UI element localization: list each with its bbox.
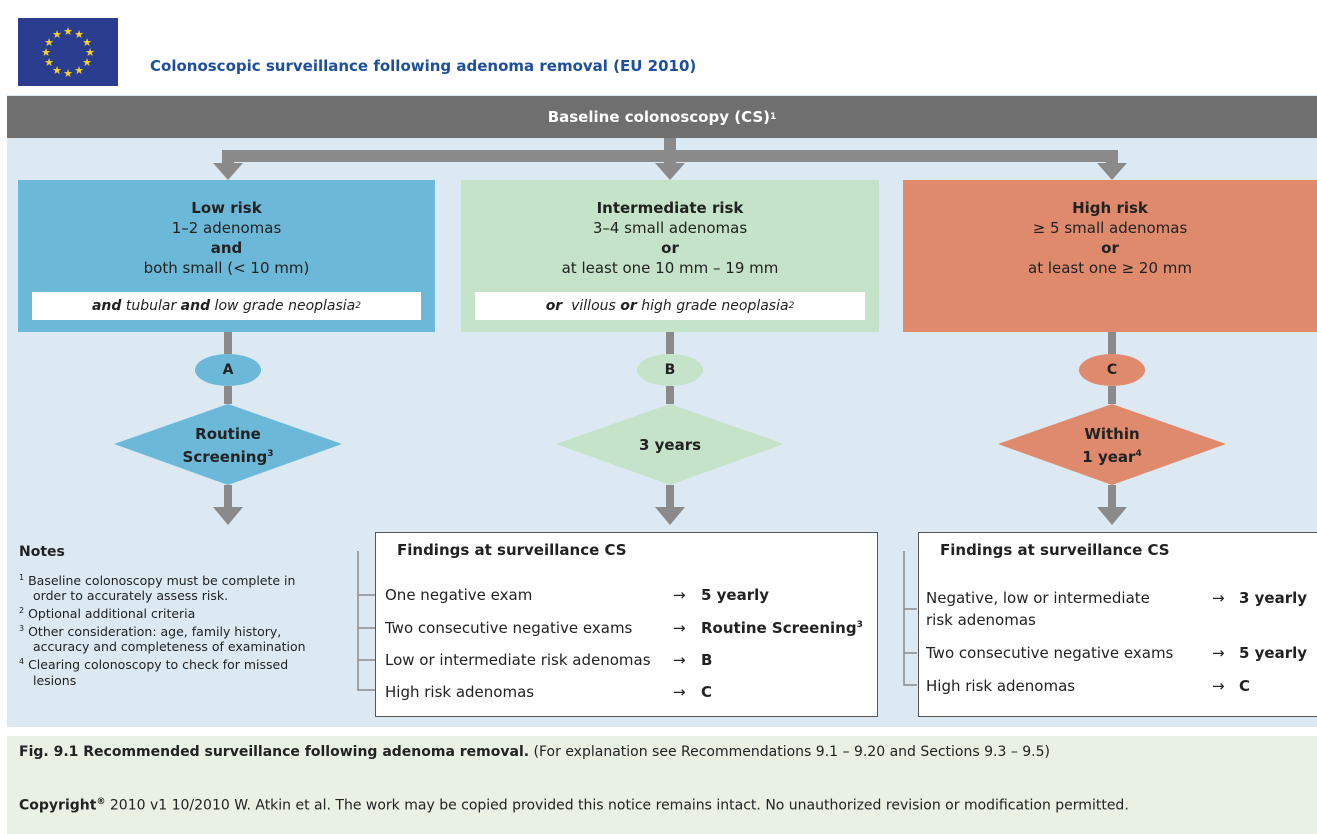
intermediate-risk-line1: 3–4 small adenomas xyxy=(592,219,748,237)
findings-mid-row-1-arrow: → xyxy=(673,586,686,604)
notes-title: Notes xyxy=(19,544,65,560)
header-band xyxy=(0,11,1317,95)
findings-mid-row-3-finding: Low or intermediate risk adenomas xyxy=(385,651,651,669)
note-1-cont: order to accurately assess risk. xyxy=(33,588,229,604)
baseline-colonoscopy-bar: Baseline colonoscopy (CS)1 xyxy=(7,96,1317,138)
findings-mid-row-4-finding: High risk adenomas xyxy=(385,683,535,701)
findings-right-row-3-finding: High risk adenomas xyxy=(926,677,1076,695)
svg-text:★: ★ xyxy=(44,56,54,69)
svg-text:★: ★ xyxy=(74,64,84,77)
intermediate-risk-line2: at least one 10 mm – 19 mm xyxy=(561,259,779,277)
findings-mid-row-2-arrow: → xyxy=(673,619,686,637)
findings-right-row-2-result: 5 yearly xyxy=(1239,644,1308,662)
oval-a: A xyxy=(195,354,261,386)
high-risk-line2: at least one ≥ 20 mm xyxy=(1028,259,1192,277)
svg-text:★: ★ xyxy=(41,46,51,59)
svg-text:★: ★ xyxy=(52,64,62,77)
caption-band xyxy=(7,736,1317,834)
baseline-footnote: 1 xyxy=(770,112,777,122)
findings-mid-row-3-result: B xyxy=(701,651,713,669)
findings-right-row-1-finding: Negative, low or intermediate risk adeno… xyxy=(926,589,1150,629)
high-risk-box: High risk ≥ 5 small adenomas or at least… xyxy=(903,180,1317,332)
svg-text:★: ★ xyxy=(82,56,92,69)
eu-flag-logo: ★★★ ★★★ ★★★ ★★★ xyxy=(18,18,118,86)
findings-mid-body xyxy=(375,569,878,717)
findings-right-row-1-result: 3 yearly xyxy=(1239,589,1308,607)
oval-c: C xyxy=(1079,354,1145,386)
note-4: 4 Clearing colonoscopy to check for miss… xyxy=(19,657,289,673)
findings-right-body xyxy=(918,569,1317,717)
findings-mid-row-3-arrow: → xyxy=(673,651,686,669)
findings-right-header-box xyxy=(918,532,1317,570)
note-3-cont: accuracy and completeness of examination xyxy=(33,639,306,655)
svg-text:★: ★ xyxy=(52,28,62,41)
oval-b: B xyxy=(637,354,703,386)
intermediate-risk-title: Intermediate risk xyxy=(596,199,744,217)
note-2: 2 Optional additional criteria xyxy=(19,606,196,622)
findings-mid-row-4-result: C xyxy=(701,683,713,701)
note-3: 3 Other consideration: age, family histo… xyxy=(19,624,282,640)
high-risk-action: Within 1 year4 xyxy=(1082,425,1142,466)
findings-mid-header-box xyxy=(375,532,878,570)
low-risk-title: Low risk xyxy=(191,199,262,217)
notes-list: 1 Baseline colonoscopy must be complete … xyxy=(19,570,349,688)
findings-right-row-1-arrow: → xyxy=(1212,589,1225,607)
svg-text:★: ★ xyxy=(82,36,92,49)
svg-text:★: ★ xyxy=(44,36,54,49)
findings-mid-row-1-finding: One negative exam xyxy=(385,586,533,604)
low-risk-line1: 1–2 adenomas xyxy=(171,219,282,237)
findings-right-header: Findings at surveillance CS xyxy=(940,541,1170,559)
findings-right-row-2-finding: Two consecutive negative exams xyxy=(926,644,1174,662)
note-4-cont: lesions xyxy=(33,672,77,688)
high-risk-title: High risk xyxy=(1072,199,1148,217)
baseline-label: Baseline colonoscopy (CS) xyxy=(547,108,771,126)
findings-right-row-2-arrow: → xyxy=(1212,644,1225,662)
high-risk-line1: ≥ 5 small adenomas xyxy=(1032,219,1188,237)
note-1: 1 Baseline colonoscopy must be complete … xyxy=(19,573,296,589)
low-risk-line2: both small (< 10 mm) xyxy=(143,259,310,277)
svg-text:★: ★ xyxy=(74,28,84,41)
page-title: Colonoscopic surveillance following aden… xyxy=(150,57,697,75)
findings-right-row-3-arrow: → xyxy=(1212,677,1225,695)
svg-text:★: ★ xyxy=(85,46,95,59)
findings-mid-row-1-result: 5 yearly xyxy=(701,586,770,604)
intermediate-risk-box: Intermediate risk 3–4 small adenomas or … xyxy=(461,180,879,332)
low-risk-conj: and xyxy=(210,239,243,257)
low-risk-box: Low risk 1–2 adenomas and both small (< … xyxy=(18,180,435,332)
figure-caption: Fig. 9.1 Recommended surveillance follow… xyxy=(19,744,1051,760)
findings-mid-header: Findings at surveillance CS xyxy=(397,541,627,559)
intermediate-risk-action: 3 years xyxy=(638,436,702,454)
intermediate-risk-conj: or xyxy=(661,239,679,257)
svg-text:★: ★ xyxy=(63,25,73,38)
copyright-notice: Copyright® 2010 v1 10/2010 W. Atkin et a… xyxy=(19,797,1129,814)
findings-mid-row-2-finding: Two consecutive negative exams xyxy=(385,619,633,637)
findings-mid-row-4-arrow: → xyxy=(673,683,686,701)
findings-mid-row-2-result: Routine Screening3 xyxy=(701,619,863,637)
low-risk-action: Routine Screening3 xyxy=(182,425,274,466)
findings-right-row-3-result: C xyxy=(1239,677,1251,695)
svg-text:★: ★ xyxy=(63,67,73,80)
high-risk-conj: or xyxy=(1101,239,1119,257)
